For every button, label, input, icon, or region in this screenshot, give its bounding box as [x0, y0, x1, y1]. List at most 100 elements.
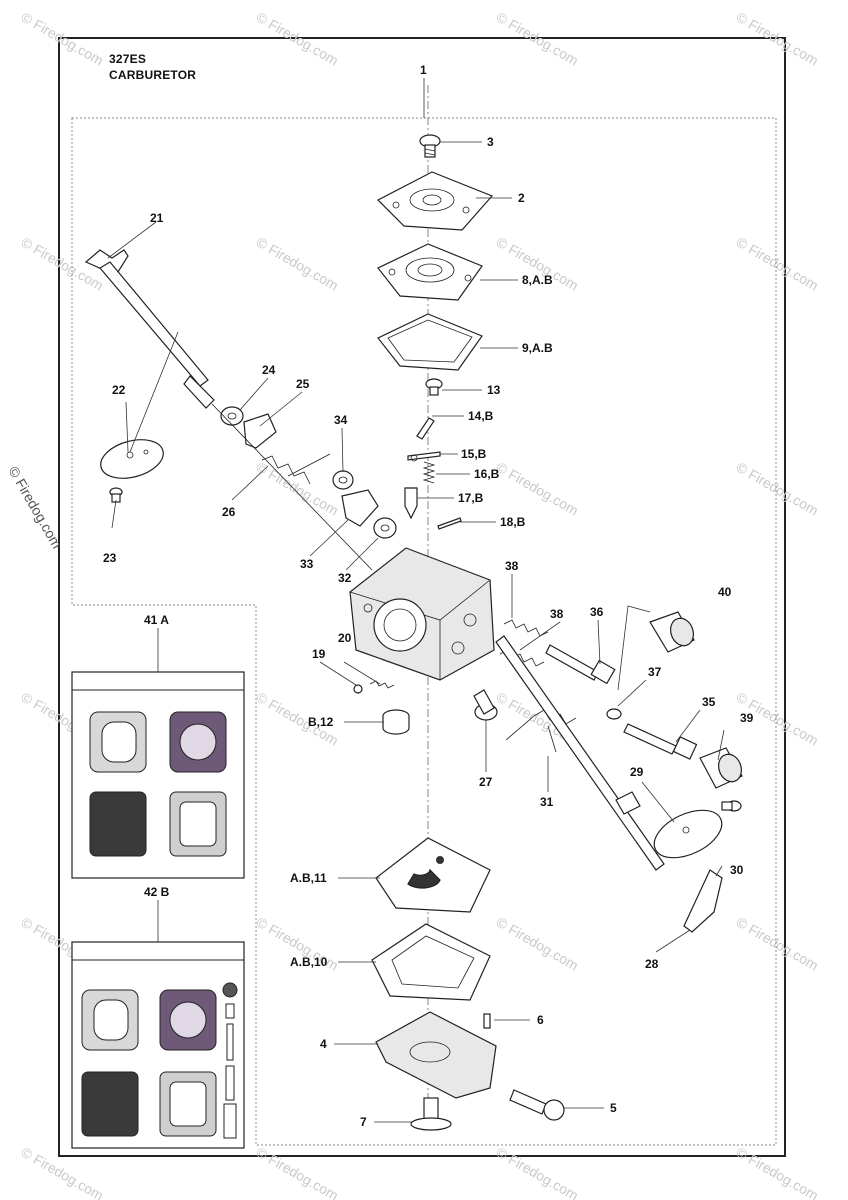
callout-7: 7 [360, 1115, 367, 1129]
callout-3: 3 [487, 135, 494, 149]
callout-29: 29 [630, 765, 644, 779]
callout-12: B,12 [308, 715, 334, 729]
kit-42b-label: 42 B [144, 885, 170, 899]
metering-diaphragm-part-11 [375, 837, 491, 913]
bushing-part-34 [332, 470, 354, 490]
watermark-text: © Firedog.com [494, 459, 582, 519]
callout-19: 19 [312, 647, 326, 661]
diaphragm-part-8 [377, 243, 483, 301]
callout-labels: 1 3 2 8,A.B 9,A.B 13 14,B 15,B 16,B 17,B… [103, 63, 754, 1129]
pump-cover-part-2 [376, 171, 494, 231]
pin-part-18 [437, 517, 462, 530]
callout-33: 33 [300, 557, 314, 571]
gasket-part-9 [377, 313, 483, 371]
callout-24: 24 [262, 363, 276, 377]
callout-1: 1 [420, 63, 427, 77]
spring-part-38-upper [503, 619, 549, 637]
callout-39: 39 [740, 711, 754, 725]
callout-21: 21 [150, 211, 164, 225]
limiter-cap-part-40 [649, 611, 695, 653]
callout-32: 32 [338, 571, 352, 585]
callout-11: A.B,11 [290, 871, 327, 885]
callout-4: 4 [320, 1037, 327, 1051]
limiter-cap-part-39 [699, 747, 743, 789]
callout-20: 20 [338, 631, 352, 645]
screw-part-3 [419, 134, 441, 158]
watermark-text: © Firedog.com [254, 234, 342, 294]
needle-part-36 [545, 644, 616, 685]
watermark-text: © Firedog.com [494, 914, 582, 974]
lever-part-25 [243, 413, 277, 449]
spring-part-20 [369, 680, 395, 689]
callout-18: 18,B [500, 515, 526, 529]
callout-10: A.B,10 [290, 955, 328, 969]
callout-38-lower: 38 [550, 607, 564, 621]
callout-40: 40 [718, 585, 732, 599]
carburetor-body [349, 547, 495, 681]
callout-35: 35 [702, 695, 716, 709]
watermark-text: © Firedog.com [734, 914, 822, 974]
filter-part-12 [382, 709, 410, 735]
watermark-text: © Firedog.com [19, 1144, 107, 1200]
callout-22: 22 [112, 383, 126, 397]
callout-27: 27 [479, 775, 493, 789]
watermark-text: © Firedog.com [494, 1144, 582, 1200]
callout-28: 28 [645, 957, 659, 971]
throttle-shaft-part-21 [84, 249, 215, 409]
ball-part-19 [353, 684, 363, 694]
drawing-frame [58, 37, 786, 1157]
assembly-boundary [71, 117, 777, 1146]
callout-36: 36 [590, 605, 604, 619]
callout-31: 31 [540, 795, 554, 809]
watermark-text: © Firedog.com [19, 9, 107, 69]
callout-2: 2 [518, 191, 525, 205]
watermark-text: © Firedog.com [254, 9, 342, 69]
watermark-text: © Firedog.com [5, 464, 65, 552]
callout-25: 25 [296, 377, 310, 391]
callout-13: 13 [487, 383, 501, 397]
screw-part-23 [109, 487, 123, 503]
callout-26: 26 [222, 505, 236, 519]
kit-42b-panel [71, 900, 245, 1149]
pin-part-6 [483, 1013, 491, 1029]
choke-shaft-part-28 [495, 635, 723, 933]
kit-41a-label: 41 A [144, 613, 169, 627]
callout-9: 9,A.B [522, 341, 553, 355]
pin-part-14 [416, 417, 435, 440]
lever-part-15 [407, 451, 441, 462]
callout-30: 30 [730, 863, 744, 877]
callout-37: 37 [648, 665, 662, 679]
throttle-plate-part-22 [100, 439, 164, 479]
watermark-text: © Firedog.com [254, 1144, 342, 1200]
bushing-part-32 [373, 517, 397, 539]
callout-23: 23 [103, 551, 117, 565]
callout-6: 6 [537, 1013, 544, 1027]
callout-5: 5 [610, 1101, 617, 1115]
watermark-text: © Firedog.com [734, 9, 822, 69]
needle-part-35 [623, 723, 698, 760]
gasket-part-10 [371, 923, 491, 1001]
section-title: CARBURETOR [109, 68, 197, 82]
needle-part-17 [404, 487, 418, 520]
watermark-text: © Firedog.com [494, 9, 582, 69]
choke-plate-part-29 [653, 809, 723, 859]
metering-cover-part-4 [375, 1011, 497, 1099]
lever-part-33 [341, 489, 379, 527]
screw-part-13 [425, 378, 443, 396]
watermark-text: © Firedog.com [734, 1144, 822, 1200]
screw-part-5 [509, 1089, 565, 1121]
screw-part-7 [410, 1097, 452, 1131]
screw-part-27 [473, 689, 498, 721]
kit-41a-panel [71, 628, 245, 879]
callout-14: 14,B [468, 409, 494, 423]
callout-34: 34 [334, 413, 348, 427]
spring-part-16 [422, 461, 436, 484]
cap-40-leader [617, 605, 651, 691]
oring-part-37 [606, 708, 622, 720]
model-label: 327ES [109, 52, 147, 66]
watermark-text: © Firedog.com [734, 459, 822, 519]
leader-lines [107, 78, 725, 1123]
callout-16: 16,B [474, 467, 500, 481]
callout-15: 15,B [461, 447, 487, 461]
